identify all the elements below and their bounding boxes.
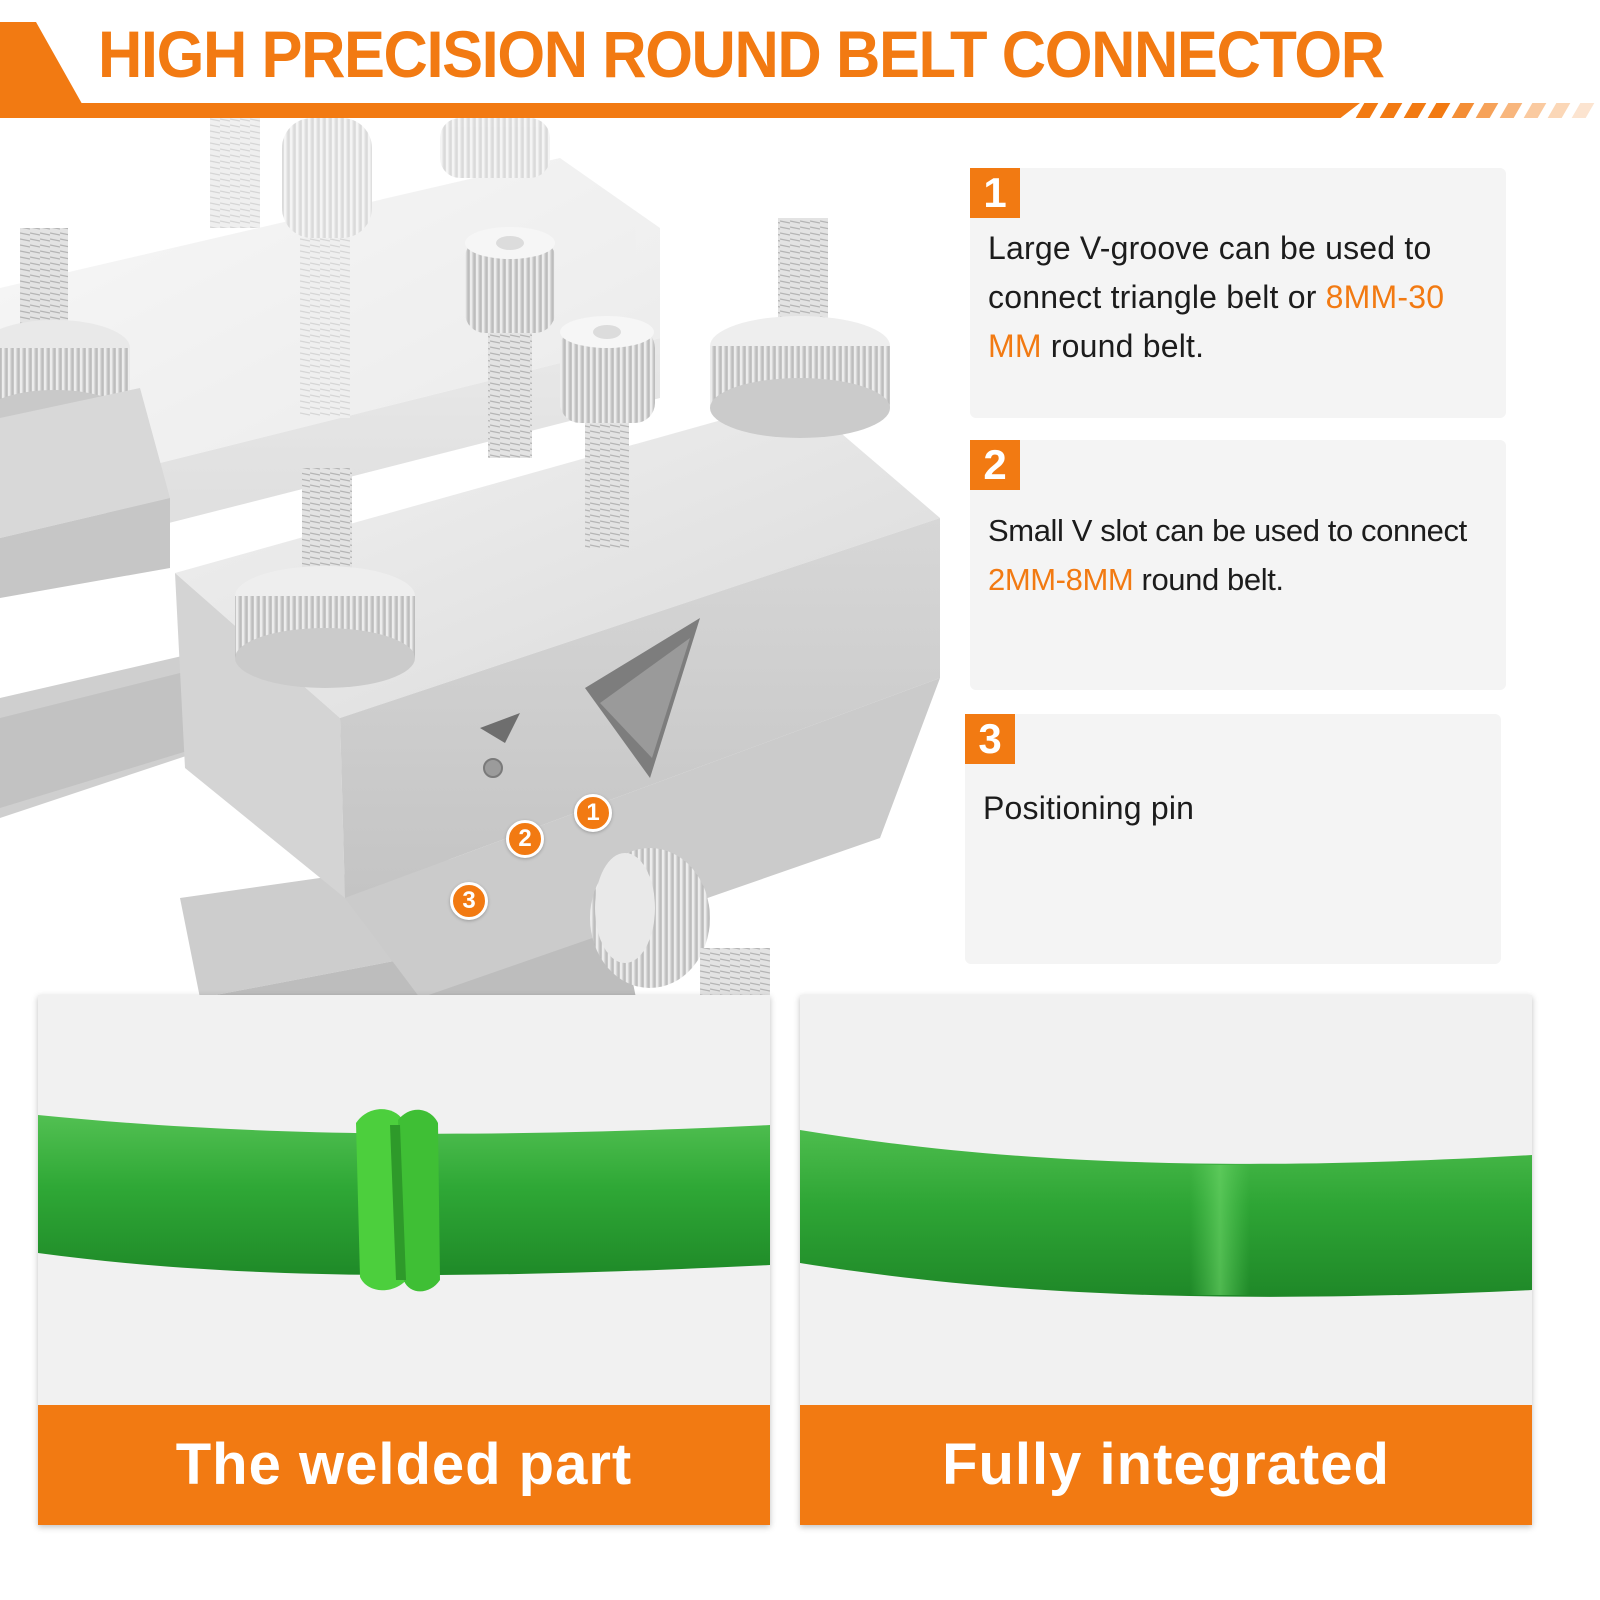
welded-belt-icon [38,1109,770,1292]
page-title: HIGH PRECISION ROUND BELT CONNECTOR [98,17,1385,91]
feature-text: Large V-groove can be used to connect tr… [988,230,1432,315]
panel-label: Fully integrated [800,1405,1532,1525]
feature-description: Small V slot can be used to connect 2MM-… [988,506,1498,604]
header-wedge-icon [0,22,90,118]
feature-description: Positioning pin [983,790,1195,826]
product-illustration: 1 2 3 [0,118,960,1018]
feature-number-badge: 3 [965,714,1015,764]
callout-1: 1 [574,794,612,832]
header-underline [60,103,1360,118]
callout-2: 2 [506,820,544,858]
feature-description: Large V-groove can be used to connect tr… [988,224,1498,371]
panel-fully-integrated: Fully integrated [800,995,1532,1525]
panel-label: The welded part [38,1405,770,1525]
callout-3: 3 [450,882,488,920]
panel-welded-part: The welded part [38,995,770,1525]
feature-card-3: 3 Positioning pin [965,714,1501,964]
feature-number-badge: 2 [970,440,1020,490]
feature-highlight: 8MM-30 MM [988,279,1445,364]
integrated-belt-icon [800,1130,1532,1297]
header-stripes [1355,103,1600,118]
feature-card-2: 2 Small V slot can be used to connect 2M… [970,440,1506,690]
feature-text: Small V slot can be used to connect [988,513,1467,548]
feature-number-badge: 1 [970,168,1020,218]
header-banner: HIGH PRECISION ROUND BELT CONNECTOR [0,0,1600,125]
feature-text: round belt. [1133,562,1285,597]
belt-connector-tool-icon [0,118,940,1018]
feature-text: round belt. [1041,328,1205,364]
feature-card-1: 1 Large V-groove can be used to connect … [970,168,1506,418]
feature-highlight: 2MM-8MM [988,562,1134,597]
